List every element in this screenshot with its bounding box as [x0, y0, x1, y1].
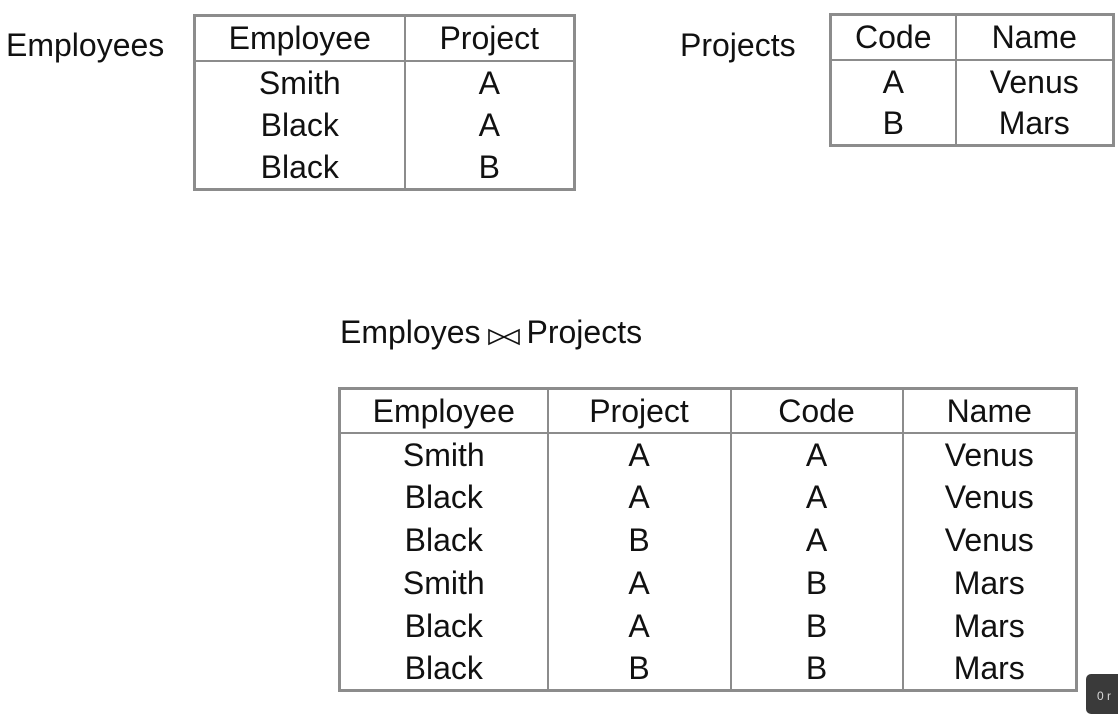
- table-cell: A: [546, 432, 731, 476]
- table-row: Black B A Venus: [340, 518, 1077, 562]
- table-cell: B: [729, 561, 903, 605]
- table-header-row: Code Name: [830, 14, 1114, 60]
- table-cell: B: [546, 518, 731, 562]
- table-cell: Black: [260, 149, 339, 186]
- table-cell: A: [729, 518, 903, 562]
- table-cell: B: [403, 146, 575, 190]
- table-row: Black A A Venus: [340, 475, 1077, 519]
- table-cell: B: [546, 647, 731, 691]
- table-cell: B: [729, 604, 903, 648]
- table-cell: A: [729, 432, 903, 476]
- column-header: Employee: [228, 20, 371, 57]
- table-header-row: Employee Project: [194, 15, 575, 61]
- corner-counter-tab[interactable]: 0 r: [1086, 674, 1118, 714]
- projects-table: Code Name A Venus B Mars: [829, 13, 1115, 147]
- table-row: Smith A B Mars: [340, 561, 1077, 605]
- table-cell: Black: [404, 522, 483, 558]
- column-header: Name: [954, 14, 1114, 60]
- column-header: Employee: [372, 392, 515, 429]
- table-cell: Smith: [402, 436, 485, 473]
- join-result-table: Employee Project Code Name Smith A A Ven…: [338, 387, 1078, 692]
- table-row: Black A B Mars: [340, 604, 1077, 648]
- employees-caption: Employees: [6, 27, 165, 63]
- table-cell: Smith: [402, 565, 485, 601]
- table-cell: Venus: [901, 518, 1077, 562]
- join-left-operand: Employes: [340, 314, 481, 350]
- join-right-operand: Projects: [526, 314, 643, 350]
- table-row: Black B B Mars: [340, 647, 1077, 691]
- table-cell: Venus: [901, 432, 1077, 476]
- table-cell: Mars: [954, 102, 1114, 146]
- table-cell: Mars: [901, 604, 1077, 648]
- table-row: Smith A: [195, 60, 575, 104]
- table-cell: Black: [404, 479, 483, 515]
- table-cell: Venus: [954, 59, 1114, 103]
- bowtie-join-icon: [487, 319, 521, 351]
- table-cell: Smith: [258, 64, 341, 101]
- table-row: B Mars: [831, 102, 1114, 146]
- table-cell: A: [546, 604, 731, 648]
- employees-table: Employee Project Smith A Black A Black B: [193, 14, 576, 191]
- table-row: Black B: [195, 146, 575, 190]
- table-row: Black A: [195, 103, 575, 147]
- column-header: Code: [855, 19, 932, 56]
- table-cell: A: [882, 63, 904, 100]
- table-cell: B: [882, 105, 904, 142]
- table-header-row: Employee Project Code Name: [339, 388, 1077, 433]
- table-cell: Black: [404, 608, 483, 644]
- table-cell: A: [403, 103, 575, 147]
- table-cell: A: [729, 475, 903, 519]
- table-cell: Mars: [901, 647, 1077, 691]
- table-cell: A: [546, 561, 731, 605]
- column-header: Code: [729, 388, 903, 433]
- column-header: Project: [403, 15, 575, 61]
- table-cell: Mars: [901, 561, 1077, 605]
- column-header: Project: [546, 388, 731, 433]
- table-row: A Venus: [831, 59, 1114, 103]
- table-cell: Black: [404, 650, 483, 687]
- projects-caption: Projects: [680, 27, 796, 63]
- join-caption: Employes Projects: [340, 316, 642, 351]
- column-header: Name: [901, 388, 1077, 433]
- table-cell: Black: [260, 107, 339, 143]
- table-cell: A: [403, 60, 575, 104]
- table-cell: B: [729, 647, 903, 691]
- table-row: Smith A A Venus: [340, 432, 1077, 476]
- table-cell: Venus: [901, 475, 1077, 519]
- table-cell: A: [546, 475, 731, 519]
